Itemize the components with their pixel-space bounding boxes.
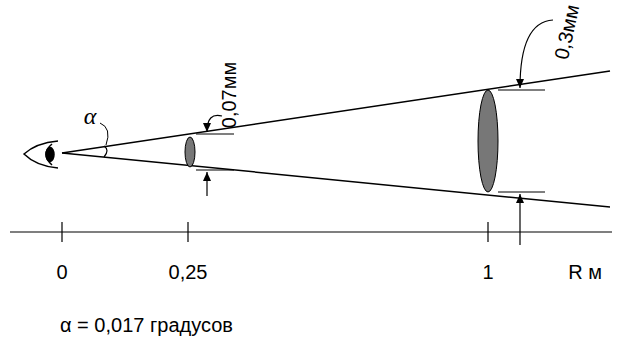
axis-unit: R м	[568, 262, 602, 282]
dimension-label: 0,07мм	[219, 62, 239, 128]
sight-line	[62, 153, 610, 207]
distance-axis	[10, 222, 612, 242]
angle-arc	[104, 146, 107, 157]
small-object	[185, 137, 195, 167]
axis-value: 0	[56, 262, 67, 282]
angle-value-note: α = 0,017 градусов	[60, 315, 233, 335]
eye-symbol	[24, 141, 58, 168]
angle-symbol: α	[84, 104, 97, 128]
dimension-label: 0,3мм	[551, 3, 582, 61]
sight-line	[62, 71, 610, 153]
axis-value: 0,25	[169, 262, 208, 282]
dimension-lines	[196, 20, 553, 245]
leader-line	[100, 123, 108, 145]
large-object	[478, 90, 498, 192]
axis-value: 1	[482, 262, 493, 282]
